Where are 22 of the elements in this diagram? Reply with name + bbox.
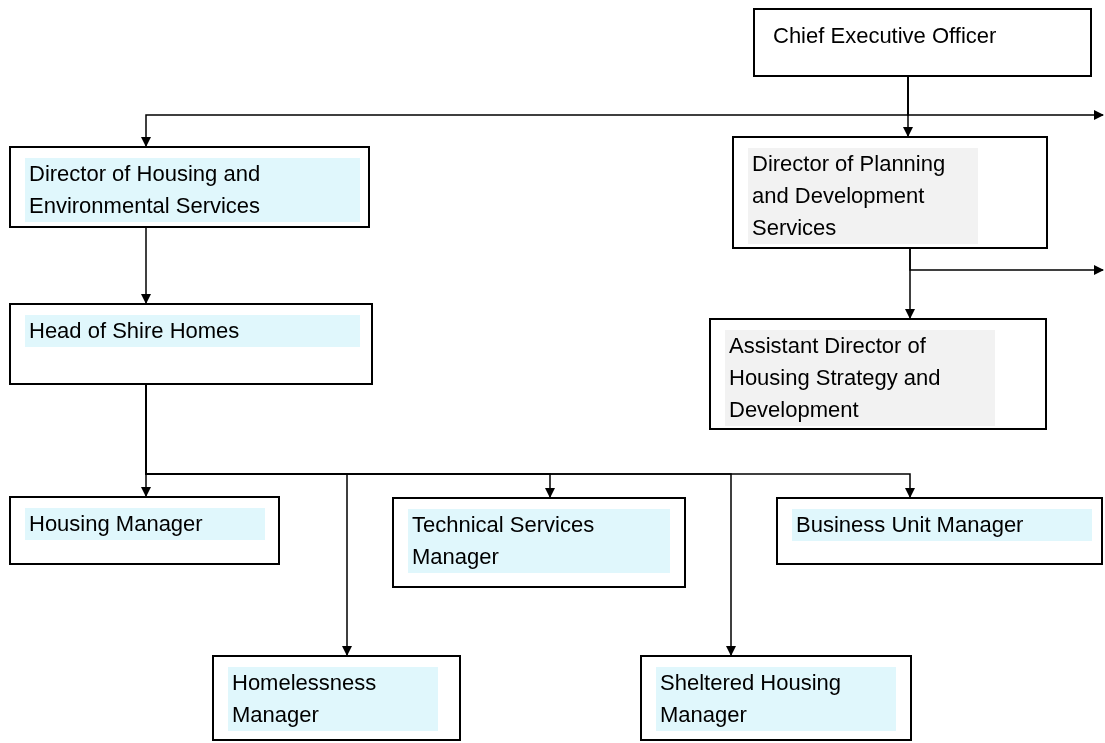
position-box <box>392 497 686 588</box>
position-title: Director of Planning and Development Services <box>748 148 978 244</box>
position-title: Sheltered Housing Manager <box>656 667 896 731</box>
position-title: Head of Shire Homes <box>25 315 360 347</box>
position-box <box>732 136 1048 249</box>
position-title: Technical Services Manager <box>408 509 670 573</box>
position-box <box>709 318 1047 430</box>
position-box <box>776 497 1103 565</box>
arrow <box>905 248 915 319</box>
position-box <box>753 8 1092 77</box>
position-title: Director of Housing and Environmental Services <box>25 158 360 222</box>
arrow <box>141 227 151 304</box>
position-title: Housing Manager <box>25 508 265 540</box>
position-title: Business Unit Manager <box>792 509 1092 541</box>
position-box <box>9 303 373 385</box>
arrow <box>907 76 1104 120</box>
position-box <box>212 655 461 741</box>
position-title: Homelessness Manager <box>228 667 438 731</box>
position-title: Assistant Director of Housing Strategy and Development <box>725 330 995 426</box>
position-box <box>640 655 912 741</box>
position-box <box>9 496 280 565</box>
position-box <box>9 146 370 228</box>
